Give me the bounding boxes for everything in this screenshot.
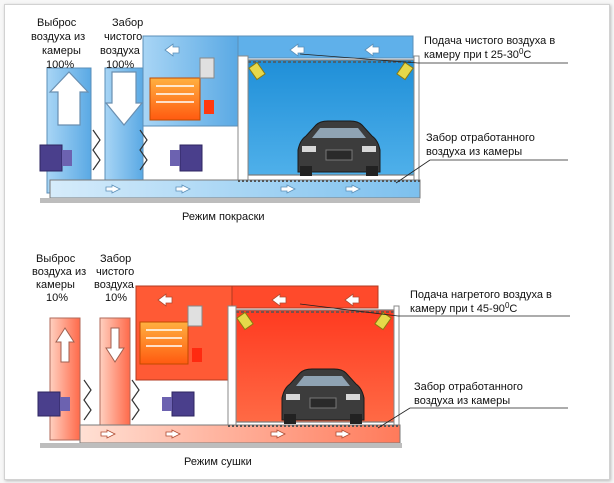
booth-room [247,59,417,176]
exhaust-label-line: камеры [36,279,75,291]
return-label-line: Забор отработанного [414,381,523,393]
intake-label-line: чистого [104,31,142,43]
intake-label-line: воздуха [94,279,135,291]
car-icon [281,368,365,424]
supply-label-line: Подача чистого воздуха в [424,35,555,47]
filter-lamp-icon [396,61,414,81]
intake-label-line: чистого [96,266,134,278]
filter-lamp-icon [248,61,266,81]
return-pointer [395,159,431,184]
floor-base [40,443,402,448]
return-label-line: Забор отработанного [426,132,535,144]
intake-arrow-down [105,327,125,363]
filter-zigzag [131,379,140,421]
exhaust-arrow-up [55,327,75,363]
supply-label-line: Подача нагретого воздуха в [410,289,552,301]
return-label-line: воздуха из камеры [414,395,510,407]
chimney [187,305,203,327]
filter-zigzag [92,129,101,171]
filter-lamp-icon [236,311,254,331]
airflow-arrow-icon [105,43,380,194]
chimney [199,57,215,79]
intake-label-line: Забор [112,17,143,29]
floor-base [40,198,420,203]
supply-label-line: камеру при t 45-900C [410,301,517,316]
right-pillar [413,55,420,183]
exhaust-label-line: Выброс [36,253,76,265]
painting-mode-caption: Режим покраски [182,211,265,223]
supply-pointer [299,53,419,64]
exhaust-label-line: Выброс [37,17,77,29]
filter-zigzag [83,379,92,421]
intake-label-line: Забор [100,253,131,265]
filter-lamp-icon [374,311,392,331]
intake-label-line: воздуха [100,45,141,57]
exhaust-label-line: воздуха из [32,266,86,278]
painting-mode-panel: Выброс воздуха из камеры 100% Забор чист… [31,17,568,223]
right-pillar [393,305,400,429]
return-channel [49,179,421,199]
return-channel [79,424,401,444]
intake-label-line: 100% [106,59,134,71]
return-pointer [377,407,411,429]
heater-icon [139,321,202,365]
heater-icon [149,77,214,121]
exhaust-label-line: камеры [42,45,81,57]
filter-zigzag [139,129,148,171]
left-pillar [237,55,249,183]
exhaust-label-line: воздуха из [31,31,85,43]
fan-icon [39,144,72,172]
car-icon [297,120,381,176]
exhaust-label-line: 100% [46,59,74,71]
drying-mode-caption: Режим сушки [184,456,252,468]
supply-pointer [299,303,399,317]
fan-icon [170,144,203,172]
left-pillar [227,305,237,429]
intake-label-line: 10% [105,292,127,304]
fan-icon [162,391,195,417]
supply-label-line: камеру при t 25-300C [424,47,531,62]
return-label-line: воздуха из камеры [426,146,522,158]
drying-mode-panel: Выброс воздуха из камеры 10% Забор чисто… [32,253,570,468]
exhaust-label-line: 10% [46,292,68,304]
fan-icon [37,391,70,417]
intake-arrow-down [104,71,144,126]
airflow-arrow-icon [100,293,360,439]
exhaust-arrow-up [48,71,90,126]
